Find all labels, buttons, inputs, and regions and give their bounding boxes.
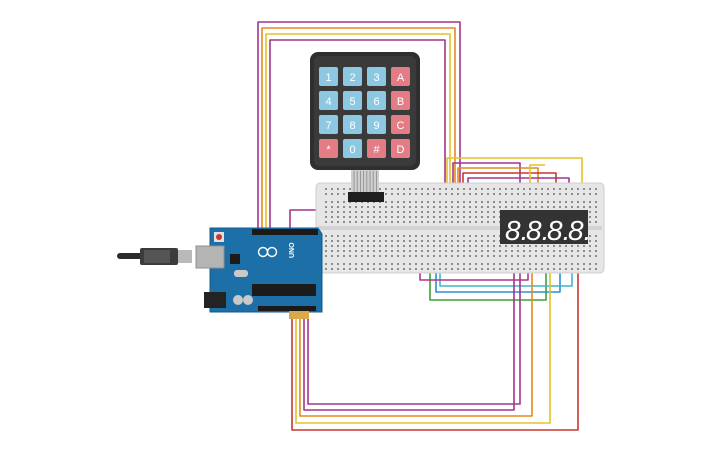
uno-power-jack (204, 292, 226, 308)
display-digit: 8. (505, 215, 528, 246)
keypad-key-face (367, 67, 386, 86)
keypad-key[interactable]: # (367, 139, 386, 158)
keypad-key[interactable]: 9 (367, 115, 386, 134)
keypad-key-face (367, 91, 386, 110)
uno-digital-header (252, 229, 318, 235)
breadboard-holes (325, 188, 597, 270)
wire-bottom-1[interactable] (303, 250, 515, 411)
keypad-keys: 1 2 3 A 4 5 6 B 7 8 9 C * 0 # D (319, 67, 410, 158)
keypad-key-face (343, 139, 362, 158)
keypad-key[interactable]: 4 (319, 91, 338, 110)
uno-pcb (209, 227, 323, 313)
keypad-ribbon (351, 170, 379, 192)
keypad-key-label: 1 (325, 72, 331, 84)
keypad-key-face (367, 115, 386, 134)
breadboard-channel (318, 226, 602, 230)
wire-bottom-4[interactable] (291, 250, 579, 431)
usb-plug-tip (178, 250, 192, 263)
keypad-key-face (367, 139, 386, 158)
uno-capacitor-2 (243, 295, 253, 305)
wire-bottom-3[interactable] (295, 250, 551, 424)
wire-bottom-5[interactable] (307, 250, 521, 405)
keypad-key-face (391, 67, 410, 86)
keypad-key-face (319, 91, 338, 110)
seven-segment-display[interactable]: 8.8.8.8. (500, 210, 591, 246)
keypad-key-label: 2 (349, 72, 355, 84)
display-digit: 8. (568, 215, 591, 246)
keypad-key-label: 9 (373, 120, 379, 132)
keypad-key-face (319, 115, 338, 134)
keypad-key[interactable]: 8 (343, 115, 362, 134)
keypad-key[interactable]: C (391, 115, 410, 134)
keypad-key-face (319, 139, 338, 158)
keypad-key-face (343, 115, 362, 134)
uno-crystal (234, 270, 248, 277)
keypad-inner (314, 56, 416, 166)
keypad-key[interactable]: * (319, 139, 338, 158)
keypad-key-label: * (326, 144, 331, 156)
wire-keypad-3[interactable] (265, 33, 451, 232)
keypad-key-label: C (397, 120, 405, 132)
wire-keypad-4[interactable] (269, 39, 446, 232)
keypad-key[interactable]: 6 (367, 91, 386, 110)
keypad-key[interactable]: 3 (367, 67, 386, 86)
keypad-connector (348, 192, 384, 202)
keypad-key-face (391, 115, 410, 134)
keypad-key-face (343, 67, 362, 86)
keypad-key-label: A (397, 72, 405, 84)
keypad-key[interactable]: A (391, 67, 410, 86)
uno-bottom-pins (289, 311, 309, 319)
display-digits: 8.8.8.8. (505, 215, 591, 246)
display-body (500, 210, 588, 244)
arduino-logo-icon (257, 246, 278, 258)
display-digit: 8. (526, 215, 549, 246)
uno-model-label: UNO (289, 242, 296, 258)
keypad-key-face (391, 91, 410, 110)
keypad-key-label: 8 (349, 120, 355, 132)
uno-microcontroller-chip (252, 284, 316, 296)
keypad-ribbon-lines (353, 171, 377, 192)
uno-analog-header (258, 306, 316, 311)
keypad-key[interactable]: 2 (343, 67, 362, 86)
keypad-key-label: 3 (373, 72, 379, 84)
keypad-key-label: 0 (349, 144, 355, 156)
keypad-key[interactable]: 7 (319, 115, 338, 134)
keypad-key-face (343, 91, 362, 110)
keypad-key-label: 7 (325, 120, 331, 132)
keypad-key-label: # (373, 144, 380, 156)
wire-bottom-2[interactable] (299, 250, 533, 417)
keypad-key-face (391, 139, 410, 158)
uno-small-chip (230, 254, 240, 264)
display-digit: 8. (547, 215, 570, 246)
keypad-key-face (319, 67, 338, 86)
uno-usb-jack (195, 245, 225, 269)
arduino-uno-board[interactable]: UNO (117, 227, 323, 319)
keypad-key-label: B (397, 96, 404, 108)
uno-capacitor-1 (233, 295, 243, 305)
keypad-key-label: 5 (349, 96, 355, 108)
keypad-key[interactable]: D (391, 139, 410, 158)
keypad-key-label: 4 (325, 96, 331, 108)
keypad-key-label: 6 (373, 96, 379, 108)
keypad-key[interactable]: 1 (319, 67, 338, 86)
uno-reset-button-cap (216, 234, 222, 240)
usb-plug-ridges (144, 250, 170, 263)
keypad-key[interactable]: 0 (343, 139, 362, 158)
wire-keypad-2[interactable] (261, 27, 456, 232)
keypad-key[interactable]: B (391, 91, 410, 110)
keypad-key[interactable]: 5 (343, 91, 362, 110)
wire-keypad-1[interactable] (257, 21, 461, 232)
keypad-4x4[interactable]: 1 2 3 A 4 5 6 B 7 8 9 C * 0 # D (310, 52, 420, 202)
keypad-key-label: D (397, 144, 405, 156)
